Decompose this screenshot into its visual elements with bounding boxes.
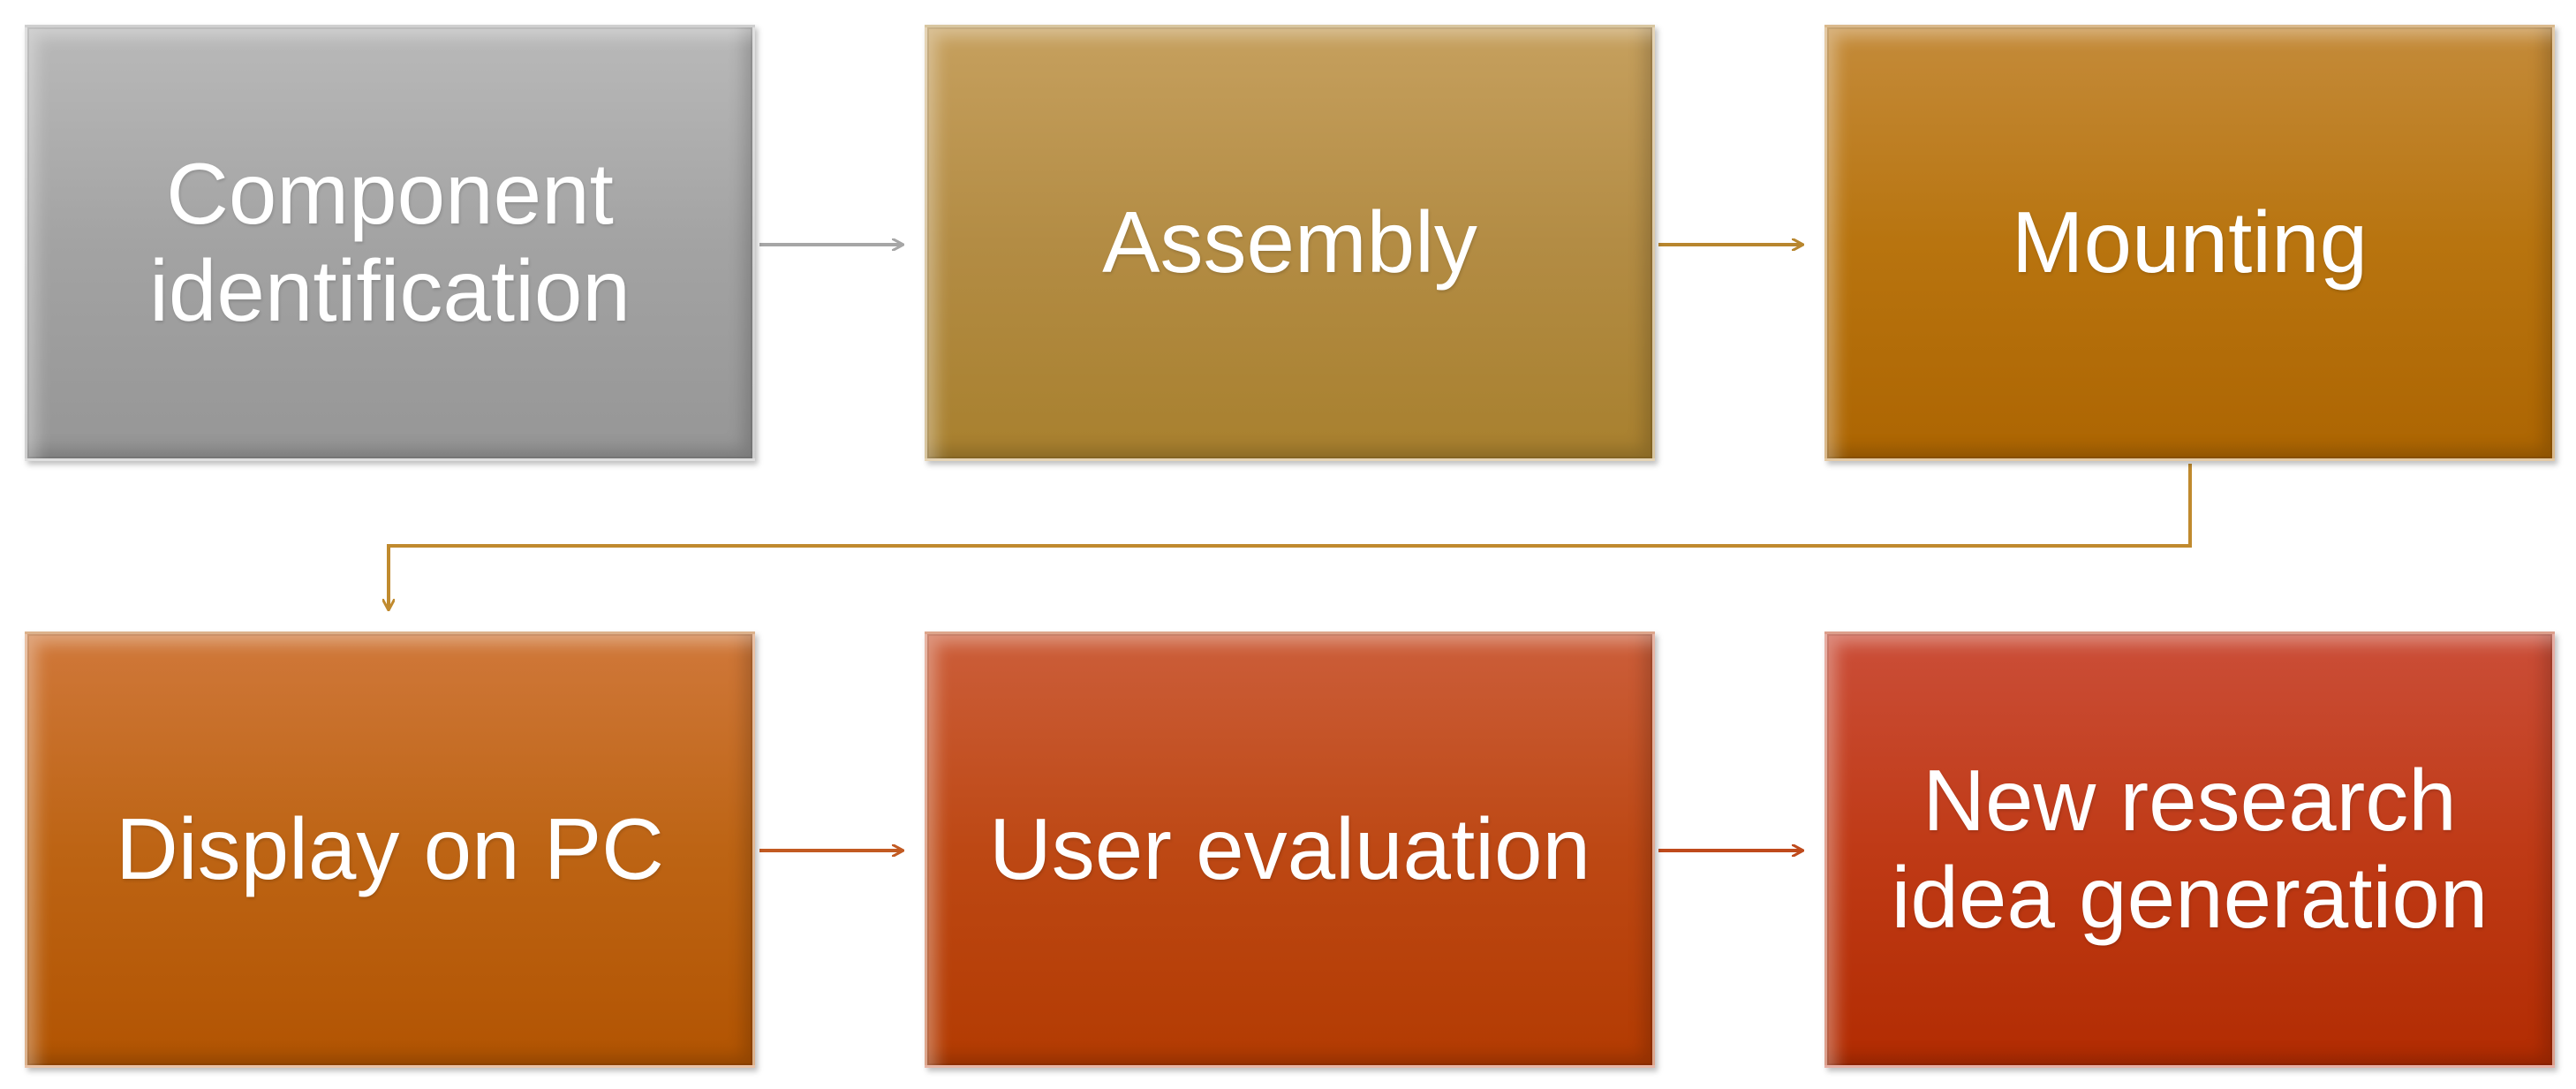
step-assembly: Assembly	[925, 25, 1655, 461]
step-mounting: Mounting	[1824, 25, 2555, 461]
step-label: New research idea generation	[1891, 752, 2489, 946]
step-label: Component identification	[149, 145, 631, 339]
step-label: User evaluation	[989, 800, 1590, 898]
step-label: Display on PC	[116, 800, 664, 898]
step-component-identification: Component identification	[25, 25, 755, 461]
step-label: Mounting	[2011, 193, 2368, 291]
arrow-3-to-4	[389, 464, 2192, 609]
step-user-evaluation: User evaluation	[925, 631, 1655, 1068]
step-display-on-pc: Display on PC	[25, 631, 755, 1068]
step-label: Assembly	[1102, 193, 1477, 291]
step-new-research-idea-generation: New research idea generation	[1824, 631, 2555, 1068]
